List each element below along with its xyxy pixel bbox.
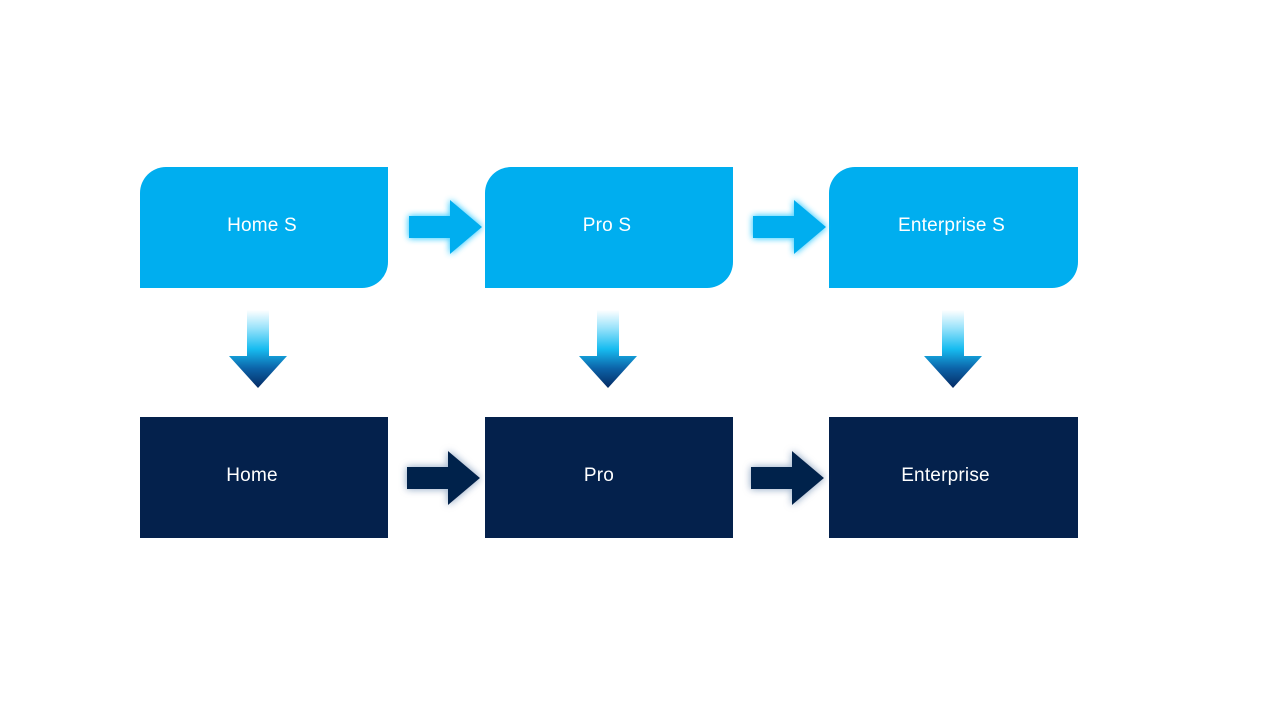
block-arrow-down-icon [229, 310, 287, 388]
block-arrow-down-icon [579, 310, 637, 388]
arrow-pro-s-to-enterprise-s [750, 195, 830, 259]
node-home-s[interactable]: Home S [140, 167, 388, 288]
node-home-label: Home [226, 465, 278, 487]
block-arrow-right-icon [751, 451, 824, 505]
node-pro-label: Pro [583, 465, 615, 487]
arrow-home-to-pro [404, 446, 484, 510]
node-pro[interactable]: Pro [485, 417, 733, 538]
node-pro-s-label: Pro S [582, 215, 632, 237]
node-enterprise-s[interactable]: Enterprise S [829, 167, 1078, 288]
node-enterprise-s-label: Enterprise S [898, 215, 1005, 237]
arrow-enterprise-s-to-enterprise [921, 308, 985, 392]
arrow-home-s-to-pro-s [406, 195, 486, 259]
node-home[interactable]: Home [140, 417, 388, 538]
node-enterprise-label: Enterprise [901, 465, 990, 487]
block-arrow-right-icon [409, 200, 482, 254]
block-arrow-down-icon [924, 310, 982, 388]
arrow-pro-s-to-pro [576, 308, 640, 392]
block-arrow-right-icon [753, 200, 826, 254]
arrow-pro-to-enterprise [748, 446, 828, 510]
node-home-s-label: Home S [227, 215, 297, 237]
block-arrow-right-icon [407, 451, 480, 505]
arrow-home-s-to-home [226, 308, 290, 392]
node-enterprise[interactable]: Enterprise [829, 417, 1078, 538]
node-pro-s[interactable]: Pro S [485, 167, 733, 288]
